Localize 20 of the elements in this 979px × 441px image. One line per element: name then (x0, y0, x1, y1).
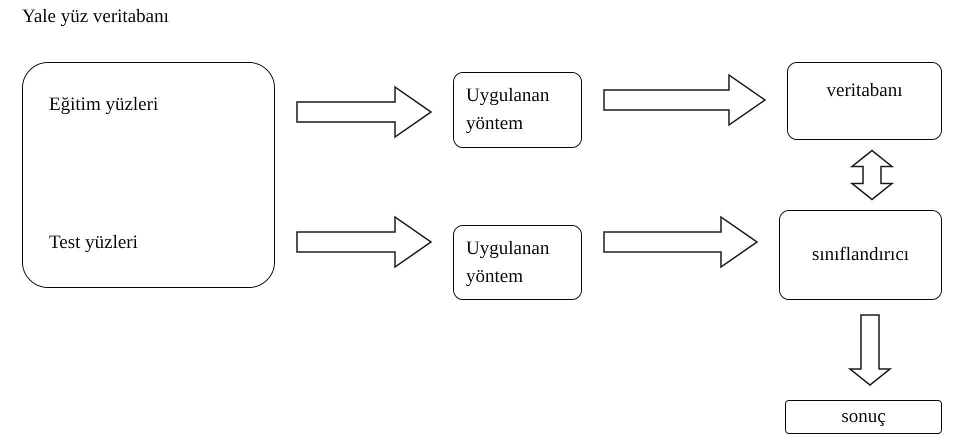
box-label: Uygulanan yöntem (466, 236, 550, 288)
block-arrow (296, 86, 432, 138)
block-arrow (603, 216, 758, 268)
process-box (785, 400, 942, 434)
box-label: sınıflandırıcı (812, 243, 910, 268)
block-arrow (848, 314, 892, 386)
process-box (779, 210, 942, 300)
process-box (453, 225, 582, 300)
box-label: Eğitim yüzleri (49, 93, 158, 117)
diagram-title: Yale yüz veritabanı (22, 6, 169, 28)
box-label: veritabanı (826, 79, 902, 103)
box-label: Uygulanan yöntem (466, 84, 550, 136)
block-arrow (603, 74, 766, 126)
process-box (22, 62, 275, 288)
process-box (787, 62, 942, 140)
block-arrow (850, 150, 894, 200)
box-label: Test yüzleri (49, 231, 138, 256)
box-label: sonuç (841, 405, 886, 430)
block-arrow (296, 216, 432, 268)
process-box (453, 72, 582, 148)
